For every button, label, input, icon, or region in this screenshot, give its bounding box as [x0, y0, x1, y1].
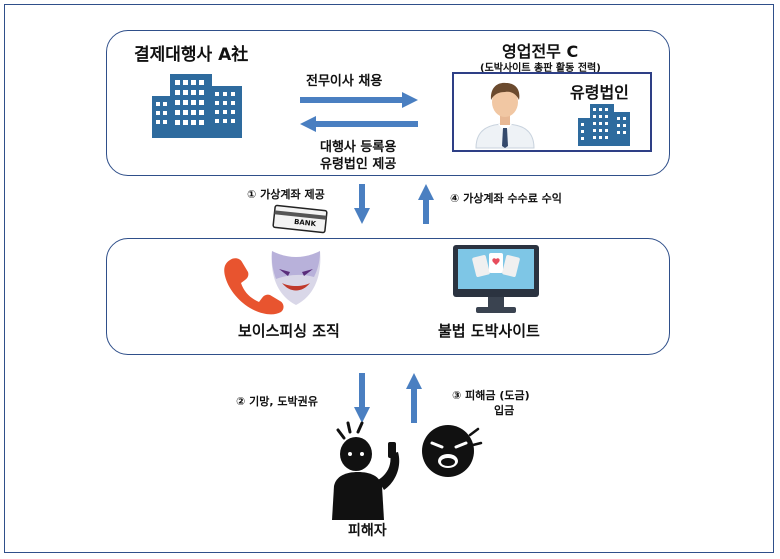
middle-panel	[106, 238, 670, 355]
executive-c-note: (도박사이트 총판 활동 전력)	[480, 63, 601, 74]
step3-label-2: 입금	[494, 404, 515, 417]
businessman-avatar-icon	[475, 82, 535, 149]
step3-label-1: ③ 피해금 (도금)	[452, 389, 530, 402]
step2-label: ② 기망, 도박권유	[236, 395, 318, 408]
phone-icon	[224, 258, 284, 315]
victim-icon	[332, 421, 400, 520]
shouting-person-icon	[422, 425, 483, 477]
building-icon	[578, 104, 630, 146]
arrow-down-2	[354, 373, 370, 423]
arrow-up-3	[406, 373, 422, 423]
step4-label: ④ 가상계좌 수수료 수익	[450, 192, 562, 205]
ghost-corp-label: 유령법인	[570, 83, 629, 102]
arrow-down-1	[354, 184, 370, 224]
step1-label: ① 가상계좌 제공	[247, 188, 325, 201]
victim-label: 피해자	[348, 523, 387, 539]
executive-c-label: 영업전무 C	[502, 42, 579, 61]
company-a-label: 결제대행사 A社	[134, 45, 249, 65]
arrow-left-label-1: 대행사 등록용	[320, 140, 397, 155]
arrow-left-label-2: 유령법인 제공	[320, 157, 397, 172]
mask-icon	[271, 251, 321, 305]
bank-card-icon	[272, 204, 328, 234]
gambling-site-label: 불법 도박사이트	[438, 322, 540, 340]
arrow-right-label: 전무이사 채용	[306, 74, 383, 89]
arrow-right	[300, 92, 418, 108]
monitor-cards-icon	[453, 245, 539, 313]
arrow-left	[300, 116, 418, 132]
building-icon	[152, 74, 242, 138]
voice-phishing-label: 보이스피싱 조직	[238, 322, 340, 340]
diagram-frame	[4, 4, 774, 553]
arrow-up-4	[418, 184, 434, 224]
